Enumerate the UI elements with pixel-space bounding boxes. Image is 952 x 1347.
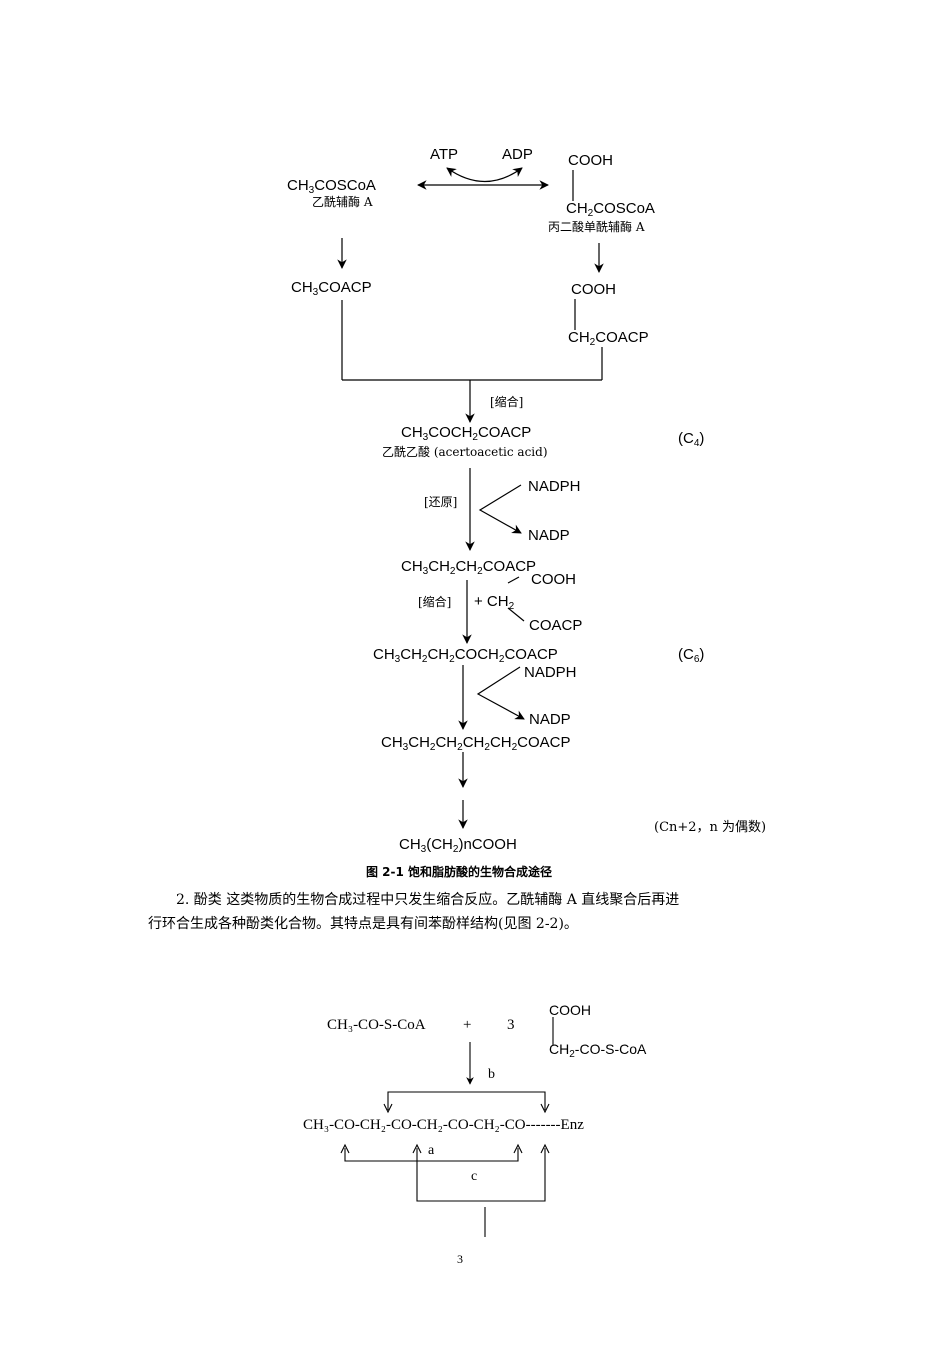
malonyl-acp-formula: CH2COACP: [568, 329, 649, 348]
butyryl-acp-formula: CH3CH2CH2COACP: [401, 558, 537, 577]
plus-sign: +: [463, 1017, 472, 1033]
malonyl-coa-name: 丙二酸单酰辅酶 A: [548, 220, 645, 234]
label-b: b: [488, 1067, 495, 1082]
page-number: 3: [457, 1252, 463, 1266]
reactant-acetyl-coa: CH₃-CO-S-CoA: [327, 1017, 426, 1033]
nadp-label-2: NADP: [529, 711, 571, 728]
acetyl-coa-name: 乙酰辅酶 A: [312, 195, 373, 209]
nadph-branch-1: [478, 484, 522, 534]
acetyl-acp-formula: CH3COACP: [291, 279, 372, 298]
malonyl-coa-cooh: COOH: [568, 152, 613, 169]
paragraph-line-2: 行环合生成各种酚类化合物。其特点是具有间苯酚样结构(见图 2-2)。: [148, 916, 578, 932]
condense-label-2: [缩合]: [418, 595, 452, 609]
atp-adp-curve: [446, 167, 523, 183]
malonyl-acp-coacp-2: COACP: [529, 617, 583, 634]
nadph-label-2: NADPH: [524, 664, 577, 681]
hexanoyl-acp-formula: CH3CH2CH2CH2CH2COACP: [381, 734, 571, 753]
acetyl-coa-formula: CH3COSCoA: [287, 177, 376, 196]
plus-ch2: + CH2: [474, 593, 515, 612]
ketohexanoyl-acp-formula: CH3CH2CH2COCH2COACP: [373, 646, 558, 665]
cn-tag: (Cn+2，n 为偶数): [654, 820, 767, 835]
acetoacetyl-name: 乙酰乙酸 (acertoacetic acid): [382, 445, 548, 459]
c4-tag: (C4): [678, 430, 705, 449]
acetoacetyl-acp-formula: CH3COCH2COACP: [401, 424, 532, 443]
fatty-acid-formula: CH3(CH2)nCOOH: [399, 836, 517, 855]
figure-caption-2-1: 图 2-1 饱和脂肪酸的生物合成途径: [366, 865, 553, 879]
polyketide-chain: CH₃-CO-CH₂-CO-CH₂-CO-CH₂-CO-------Enz: [303, 1117, 584, 1133]
condense-label-1: [缩合]: [490, 395, 524, 409]
atp-label: ATP: [430, 146, 459, 163]
label-a: a: [428, 1143, 435, 1158]
reduce-label: [还原]: [424, 495, 458, 509]
malonyl-acp-cooh-2: COOH: [531, 571, 576, 588]
paragraph-line-1: 2. 酚类 这类物质的生物合成过程中只发生缩合反应。乙酰辅酶 A 直线聚合后再进: [176, 892, 680, 908]
nadph-label-1: NADPH: [528, 478, 581, 495]
label-c: c: [471, 1169, 478, 1184]
fig2-malonyl: CH2-CO-S-CoA: [549, 1041, 647, 1060]
fig2-cooh: COOH: [549, 1002, 591, 1018]
malonyl-coa-formula: CH2COSCoA: [566, 200, 655, 219]
nadp-label-1: NADP: [528, 527, 570, 544]
adp-label: ADP: [502, 146, 533, 163]
c6-tag: (C6): [678, 646, 705, 665]
malonyl-acp-cooh: COOH: [571, 281, 616, 298]
nadph-branch-2: [476, 666, 525, 720]
coefficient: 3: [507, 1017, 515, 1033]
body-paragraph: 2. 酚类 这类物质的生物合成过程中只发生缩合反应。乙酰辅酶 A 直线聚合后再进…: [148, 888, 818, 936]
